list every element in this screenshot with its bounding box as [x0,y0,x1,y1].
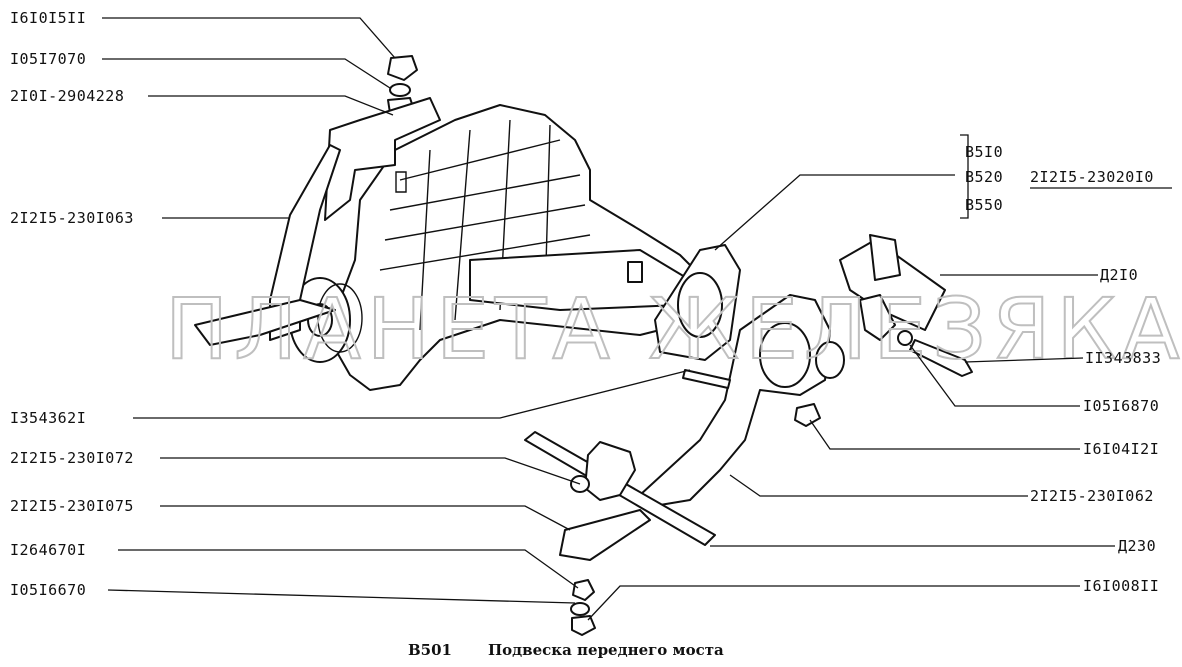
left-mount-bracket [194,144,341,346]
right-callout-labels: Д2I0 II343833 I05I6870 I6I04I2I 2I2I5-23… [1030,266,1161,595]
bolt-I354362I [682,369,731,389]
callout-label: 2I0I-2904228 [10,87,124,105]
callout-label: I6I04I2I [1083,440,1159,458]
variant-group: B5I0 B520 B550 2I2I5-23020I0 [965,143,1172,214]
bolt-and-washer [897,330,973,377]
callout-label: I05I7070 [10,50,86,68]
callout-label: 2I2I5-230I063 [10,209,134,227]
caption-title: Подвеска переднего моста [488,641,724,659]
callout-label: II343833 [1085,349,1161,367]
callout-label: I05I6870 [1083,397,1159,415]
flange-plate [654,244,741,361]
anti-roll-bar-d230 [524,431,716,636]
callout-label: I6I008II [1083,577,1159,595]
clamp-d210 [839,234,946,341]
variant-part-number: 2I2I5-23020I0 [1030,168,1154,186]
caption-code: B501 [408,641,452,659]
variant-code: B520 [965,168,1003,186]
callout-label: 2I2I5-230I075 [10,497,134,515]
variant-code: B5I0 [965,143,1003,161]
front-suspension-bracket [639,294,845,506]
callout-label: I354362I [10,409,86,427]
watermark: ПЛАНЕТА ЖЕЛЕЗЯКА [165,280,1182,378]
callout-label: I264670I [10,541,86,559]
left-callout-labels: I6I0I5II I05I7070 2I0I-2904228 2I2I5-230… [10,9,134,599]
callout-label: I05I6670 [10,581,86,599]
callout-label: 2I2I5-230I062 [1030,487,1154,505]
callout-label: I6I0I5II [10,9,86,27]
leader-lines [102,17,1115,621]
callout-label: 2I2I5-230I072 [10,449,134,467]
variant-code: B550 [965,196,1003,214]
callout-label: Д230 [1118,537,1156,555]
callout-label: Д2I0 [1100,266,1138,284]
diagram-caption: B501 Подвеска переднего моста [408,641,724,659]
